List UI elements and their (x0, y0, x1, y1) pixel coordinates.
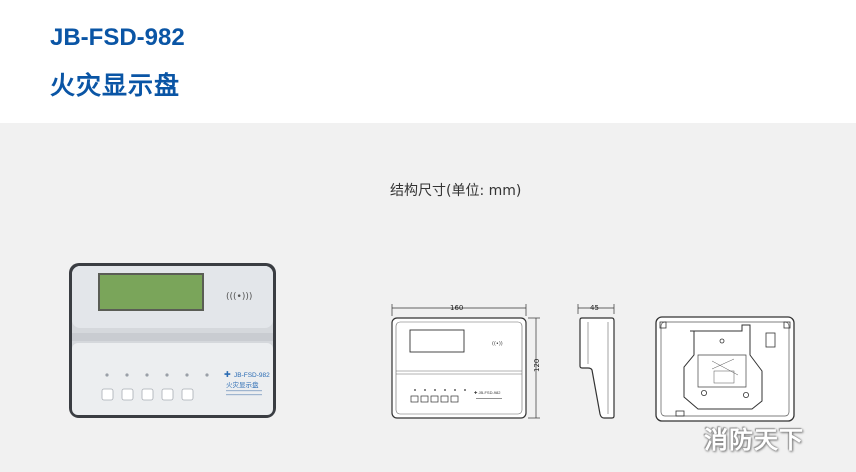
led-indicator (145, 373, 149, 377)
device-button (141, 388, 154, 401)
lcd-screen (100, 275, 202, 309)
dimension-caption: 结构尺寸(单位: mm) (390, 183, 522, 199)
card-reader-icon: (((•))) (226, 292, 252, 302)
device-lower-face (72, 343, 273, 415)
content-panel: 结构尺寸(单位: mm) (((•))) ✚ JB-FSD-982 火灾显示盘 (0, 123, 856, 472)
back-outline (655, 316, 795, 422)
front-lcd (409, 329, 465, 353)
led-indicator (165, 373, 169, 377)
back-view-drawing (655, 316, 795, 422)
product-name: 火灾显示盘 (50, 72, 181, 100)
device-model-label: JB-FSD-982 (234, 372, 270, 379)
side-outline (579, 317, 615, 419)
watermark-text: 消防天下 (704, 426, 804, 454)
device-button (161, 388, 174, 401)
led-indicator (185, 373, 189, 377)
svg-text:✚ JB-FSD-982: ✚ JB-FSD-982 (474, 390, 501, 395)
device-photo: (((•))) ✚ JB-FSD-982 火灾显示盘 (69, 263, 276, 418)
product-model: JB-FSD-982 (50, 24, 185, 51)
width-label: 160 (450, 304, 463, 312)
side-view-drawing: 45 (577, 304, 615, 419)
device-buttons (101, 388, 194, 401)
device-text-line (226, 390, 262, 392)
device-logo-icon: ✚ (224, 370, 231, 379)
led-indicator (105, 373, 109, 377)
svg-text:((•)): ((•)) (492, 341, 503, 347)
device-button (101, 388, 114, 401)
device-name-label: 火灾显示盘 (226, 380, 259, 389)
device-bevel (72, 333, 273, 341)
header: JB-FSD-982 火灾显示盘 (0, 0, 856, 123)
front-outline (391, 317, 527, 419)
front-view-drawing: 160 ((•)) ✚ JB-FSD-982 120 (391, 304, 541, 419)
mounting-bracket (683, 324, 763, 410)
height-label: 120 (533, 359, 541, 372)
device-button (121, 388, 134, 401)
led-indicator (205, 373, 209, 377)
led-indicator (125, 373, 129, 377)
device-text-line (226, 394, 262, 396)
device-button (181, 388, 194, 401)
indicator-leds (105, 373, 209, 377)
depth-label: 45 (590, 304, 599, 312)
